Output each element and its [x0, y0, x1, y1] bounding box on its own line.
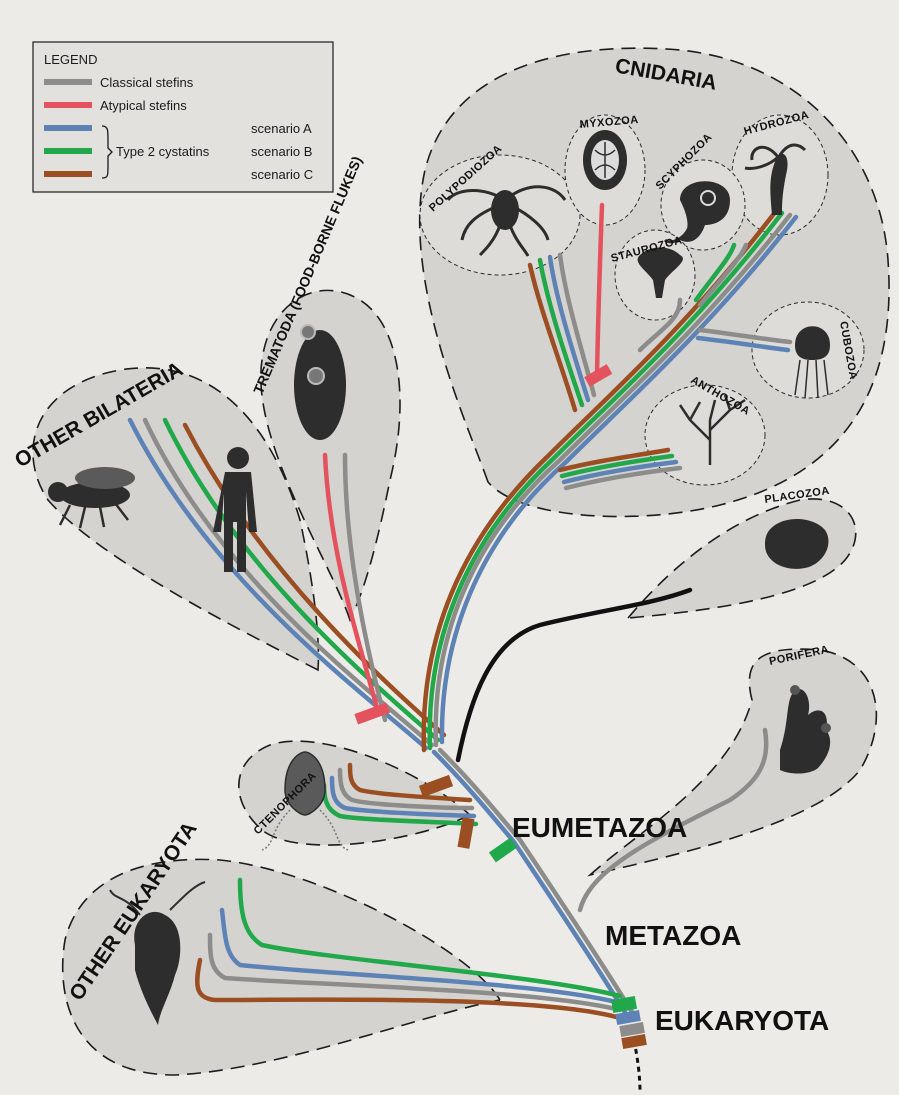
legend-label-classical: Classical stefins	[100, 75, 194, 90]
eukaryota-marker-blue	[615, 1010, 641, 1025]
legend-label-scenario-b: scenario B	[251, 144, 312, 159]
label-metazoa: METAZOA	[605, 920, 741, 951]
root-branch	[634, 1040, 640, 1092]
legend-label-scenario-a: scenario A	[251, 121, 312, 136]
ctenophora-region	[239, 741, 470, 845]
legend-swatch-scenario-c	[44, 171, 92, 177]
legend-label-scenario-c: scenario C	[251, 167, 313, 182]
legend-swatch-classical	[44, 79, 92, 85]
legend-swatch-atypical	[44, 102, 92, 108]
legend-label-atypical: Atypical stefins	[100, 98, 187, 113]
myxozoa-icon	[583, 130, 627, 190]
legend-swatch-scenario-a	[44, 125, 92, 131]
legend-swatch-scenario-b	[44, 148, 92, 154]
legend: LEGEND Classical stefins Atypical stefin…	[33, 42, 333, 192]
legend-title: LEGEND	[44, 52, 97, 67]
label-eumetazoa: EUMETAZOA	[512, 812, 687, 843]
legend-label-type2: Type 2 cystatins	[116, 144, 210, 159]
label-eukaryota: EUKARYOTA	[655, 1005, 829, 1036]
